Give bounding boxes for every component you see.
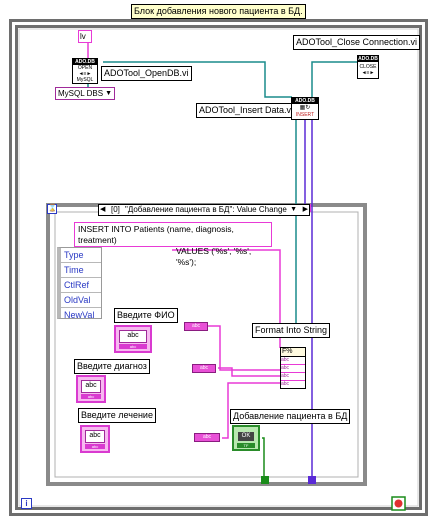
fio-abc: abc: [119, 330, 147, 343]
diagnosis-string-control[interactable]: abc abc: [76, 375, 106, 403]
close-connection-label: ADOTool_Close Connection.vi: [293, 35, 421, 50]
format-row: abc: [281, 381, 290, 387]
add-patient-label: Добавление пациента в БД: [230, 409, 351, 424]
ado-header-label: ADO.DB: [73, 59, 97, 65]
event-data-oldval[interactable]: OldVal: [61, 293, 101, 308]
format-header: F%: [281, 348, 305, 357]
format-row: abc: [281, 365, 305, 373]
iteration-info-icon: i: [21, 498, 32, 509]
fio-type-tag: abc: [119, 344, 147, 349]
string-constant[interactable]: lv: [78, 30, 92, 43]
fio-local-variable[interactable]: abc: [184, 322, 208, 331]
event-data-type[interactable]: Type: [61, 248, 101, 263]
diagnosis-abc: abc: [81, 380, 101, 393]
fio-label: Введите ФИО: [114, 308, 178, 323]
treatment-local-variable[interactable]: abc: [194, 433, 220, 442]
db-type-ring[interactable]: MySQL DBS ▼: [55, 87, 115, 100]
diagnosis-local-variable[interactable]: abc: [192, 364, 216, 373]
event-hourglass-icon: ⌛: [47, 204, 57, 214]
event-case-selector[interactable]: ◀ [0] "Добавление пациента в БД": Value …: [98, 204, 310, 216]
mysql-text: MySQL: [76, 77, 94, 83]
open-db-icon[interactable]: ADO.DB OPEN ◄≡► MySQL: [72, 58, 98, 84]
case-prev-arrow[interactable]: ◀: [100, 206, 106, 213]
format-into-string-node[interactable]: F% abc abc abc abc: [280, 347, 306, 389]
tf-tag: TF: [237, 443, 255, 448]
case-dropdown-arrow[interactable]: ▼: [290, 206, 297, 213]
format-into-string-label: Format Into String: [252, 323, 331, 338]
format-row: abc: [281, 357, 305, 365]
insert-data-icon[interactable]: ADO.DB ▦↻ INSERT: [291, 97, 319, 120]
table-icon: ▦↻: [299, 105, 311, 111]
db-arrow-icon: ◄≡►: [78, 71, 92, 77]
treatment-string-control[interactable]: abc abc: [80, 425, 110, 453]
treatment-type-tag: abc: [85, 444, 105, 449]
event-data-node: Type Time CtlRef OldVal NewVal: [57, 247, 102, 320]
chevron-down-icon[interactable]: ▼: [105, 90, 112, 97]
open-text: OPEN: [77, 65, 93, 71]
sql-line-1: INSERT INTO Patients (name, diagnosis, t…: [78, 224, 234, 245]
event-data-newval[interactable]: NewVal: [64, 310, 95, 320]
db-arrow-icon: ◄≡►: [361, 70, 375, 76]
insert-data-label: ADOTool_Insert Data.vi: [196, 103, 297, 118]
treatment-abc: abc: [85, 430, 105, 443]
diagram-title: Блок добавления нового пациента в БД.: [131, 4, 306, 19]
diagnosis-label: Введите диагноз: [74, 359, 150, 374]
db-type-value: MySQL DBS: [58, 89, 104, 98]
ado-header-label: ADO.DB: [292, 98, 318, 104]
event-data-time[interactable]: Time: [61, 263, 101, 278]
diagnosis-type-tag: abc: [81, 394, 101, 399]
event-data-ctlref[interactable]: CtlRef: [61, 278, 101, 293]
case-next-arrow[interactable]: ▶: [302, 206, 308, 213]
ok-button-icon: OK: [238, 432, 254, 441]
close-text: CLOSE: [359, 64, 377, 70]
sql-line-2: VALUES ('%s', '%s', '%s');: [176, 246, 252, 267]
open-db-label: ADOTool_OpenDB.vi: [101, 66, 192, 81]
fio-string-control[interactable]: abc abc: [114, 325, 152, 353]
format-row: abc: [281, 373, 305, 381]
ado-header-label: ADO.DB: [358, 56, 378, 62]
add-patient-button-terminal[interactable]: OK TF: [232, 425, 260, 451]
case-label: "Добавление пациента в БД": Value Change: [125, 205, 287, 214]
sql-format-constant[interactable]: INSERT INTO Patients (name, diagnosis, t…: [74, 222, 272, 267]
insert-text: INSERT: [295, 112, 315, 118]
case-index: [0]: [111, 205, 120, 214]
treatment-label: Введите лечение: [78, 408, 156, 423]
close-connection-icon[interactable]: ADO.DB CLOSE ◄≡►: [357, 55, 379, 79]
